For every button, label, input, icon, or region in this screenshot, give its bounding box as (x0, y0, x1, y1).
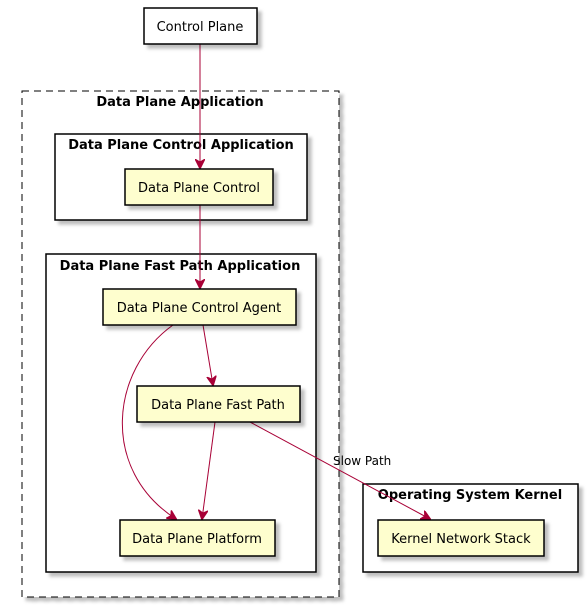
package-title: Data Plane Application (96, 95, 263, 110)
edges (121, 44, 430, 519)
node-label: Data Plane Fast Path (151, 398, 285, 413)
package-title: Data Plane Fast Path Application (60, 259, 301, 274)
node-data-plane-control-agent: Data Plane Control Agent (102, 288, 297, 326)
package-title: Operating System Kernel (378, 488, 562, 503)
node-label: Data Plane Control Agent (117, 301, 282, 316)
node-label: Data Plane Platform (132, 532, 262, 547)
node-label: Data Plane Control (138, 181, 260, 196)
edge-control-agent-to-fast-path (202, 324, 213, 385)
edge-label-slow-path: Slow Path (333, 454, 391, 468)
node-control-plane: Control Plane (143, 7, 258, 45)
edge-control-agent-to-platform (121, 324, 176, 519)
node-kernel-network-stack: Kernel Network Stack (377, 519, 545, 557)
edge-fast-path-to-platform (202, 421, 216, 519)
node-data-plane-control: Data Plane Control (124, 168, 274, 206)
package-title: Data Plane Control Application (68, 138, 294, 153)
node-data-plane-platform: Data Plane Platform (119, 519, 276, 557)
node-label: Control Plane (157, 20, 244, 35)
node-data-plane-fast-path: Data Plane Fast Path (136, 385, 301, 423)
node-label: Kernel Network Stack (391, 532, 531, 547)
edge-fast-path-to-kernel-stack (249, 421, 430, 519)
